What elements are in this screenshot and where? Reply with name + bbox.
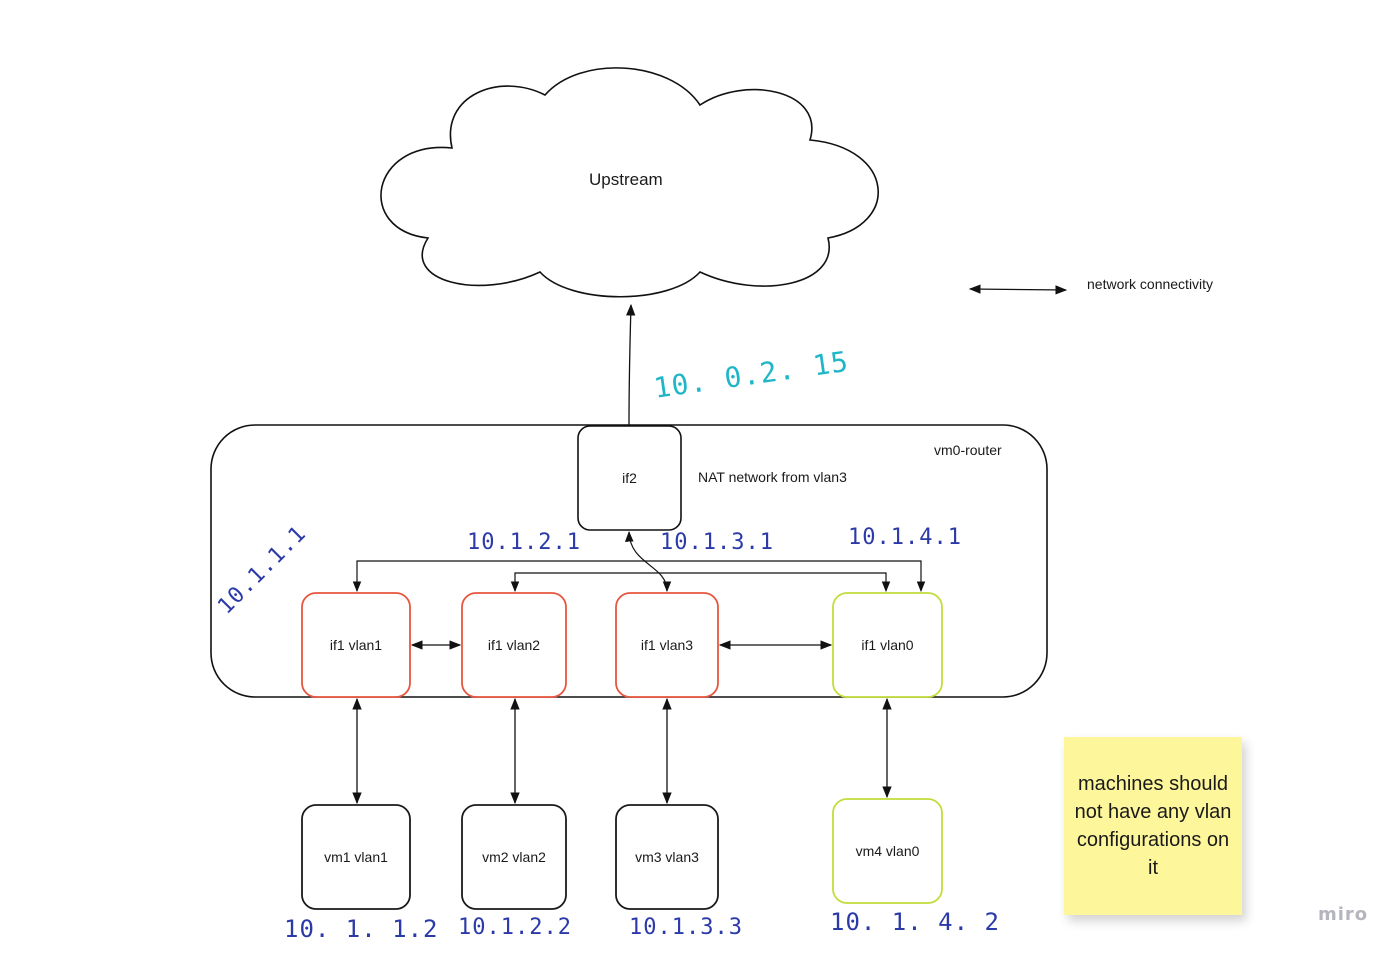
ip-10-1-4-1-annotation: 10.1.4.1 bbox=[848, 525, 962, 550]
if1-vlan2-label: if1 vlan2 bbox=[487, 637, 541, 653]
if1-vlan3-box bbox=[615, 592, 719, 698]
if1-vlan0-label: if1 vlan0 bbox=[861, 637, 914, 653]
ip-10-1-2-1-annotation: 10.1.2.1 bbox=[467, 530, 581, 555]
vlan2-vlan0-bracket bbox=[510, 572, 891, 593]
vm1-label: vm1 vlan1 bbox=[324, 849, 388, 865]
if2-to-upstream-arrow bbox=[626, 303, 636, 426]
if2-label: if2 bbox=[622, 470, 637, 486]
router-label: vm0-router bbox=[934, 442, 1002, 458]
ip-10-1-3-1-annotation: 10.1.3.1 bbox=[660, 530, 774, 555]
upstream-cloud bbox=[380, 67, 879, 298]
vlan3-if2-link bbox=[624, 530, 672, 593]
vm1-ip-annotation: 10. 1. 1.2 bbox=[284, 915, 439, 943]
sticky-note[interactable]: machines should not have any vlan config… bbox=[1064, 737, 1242, 915]
vm3-box bbox=[615, 804, 719, 910]
sticky-note-text: machines should not have any vlan config… bbox=[1074, 773, 1232, 879]
vm4-box bbox=[832, 798, 943, 904]
if1-vlan1-box bbox=[301, 592, 411, 698]
if1-vlan0-box bbox=[832, 592, 943, 698]
vm3-ip-annotation: 10.1.3.3 bbox=[629, 915, 743, 940]
vm1-box bbox=[301, 804, 411, 910]
vm2-ip-annotation: 10.1.2.2 bbox=[458, 915, 572, 940]
if2-box bbox=[577, 425, 682, 531]
vm4-ip-annotation: 10. 1. 4. 2 bbox=[830, 908, 1000, 936]
vm2-box bbox=[461, 804, 567, 910]
vm2-label: vm2 vlan2 bbox=[482, 849, 546, 865]
if1-vlan2-box bbox=[461, 592, 567, 698]
nat-note: NAT network from vlan3 bbox=[698, 469, 847, 485]
miro-watermark: miro bbox=[1318, 904, 1369, 925]
upstream-label: Upstream bbox=[589, 170, 663, 189]
vm3-label: vm3 vlan3 bbox=[635, 849, 699, 865]
legend-arrow bbox=[968, 284, 1068, 295]
legend-label: network connectivity bbox=[1087, 276, 1214, 292]
vlan1-vlan0-bracket bbox=[352, 560, 926, 593]
if1-vlan3-label: if1 vlan3 bbox=[640, 637, 694, 653]
vm4-label: vm4 vlan0 bbox=[855, 843, 920, 859]
if1-vlan1-label: if1 vlan1 bbox=[329, 637, 383, 653]
